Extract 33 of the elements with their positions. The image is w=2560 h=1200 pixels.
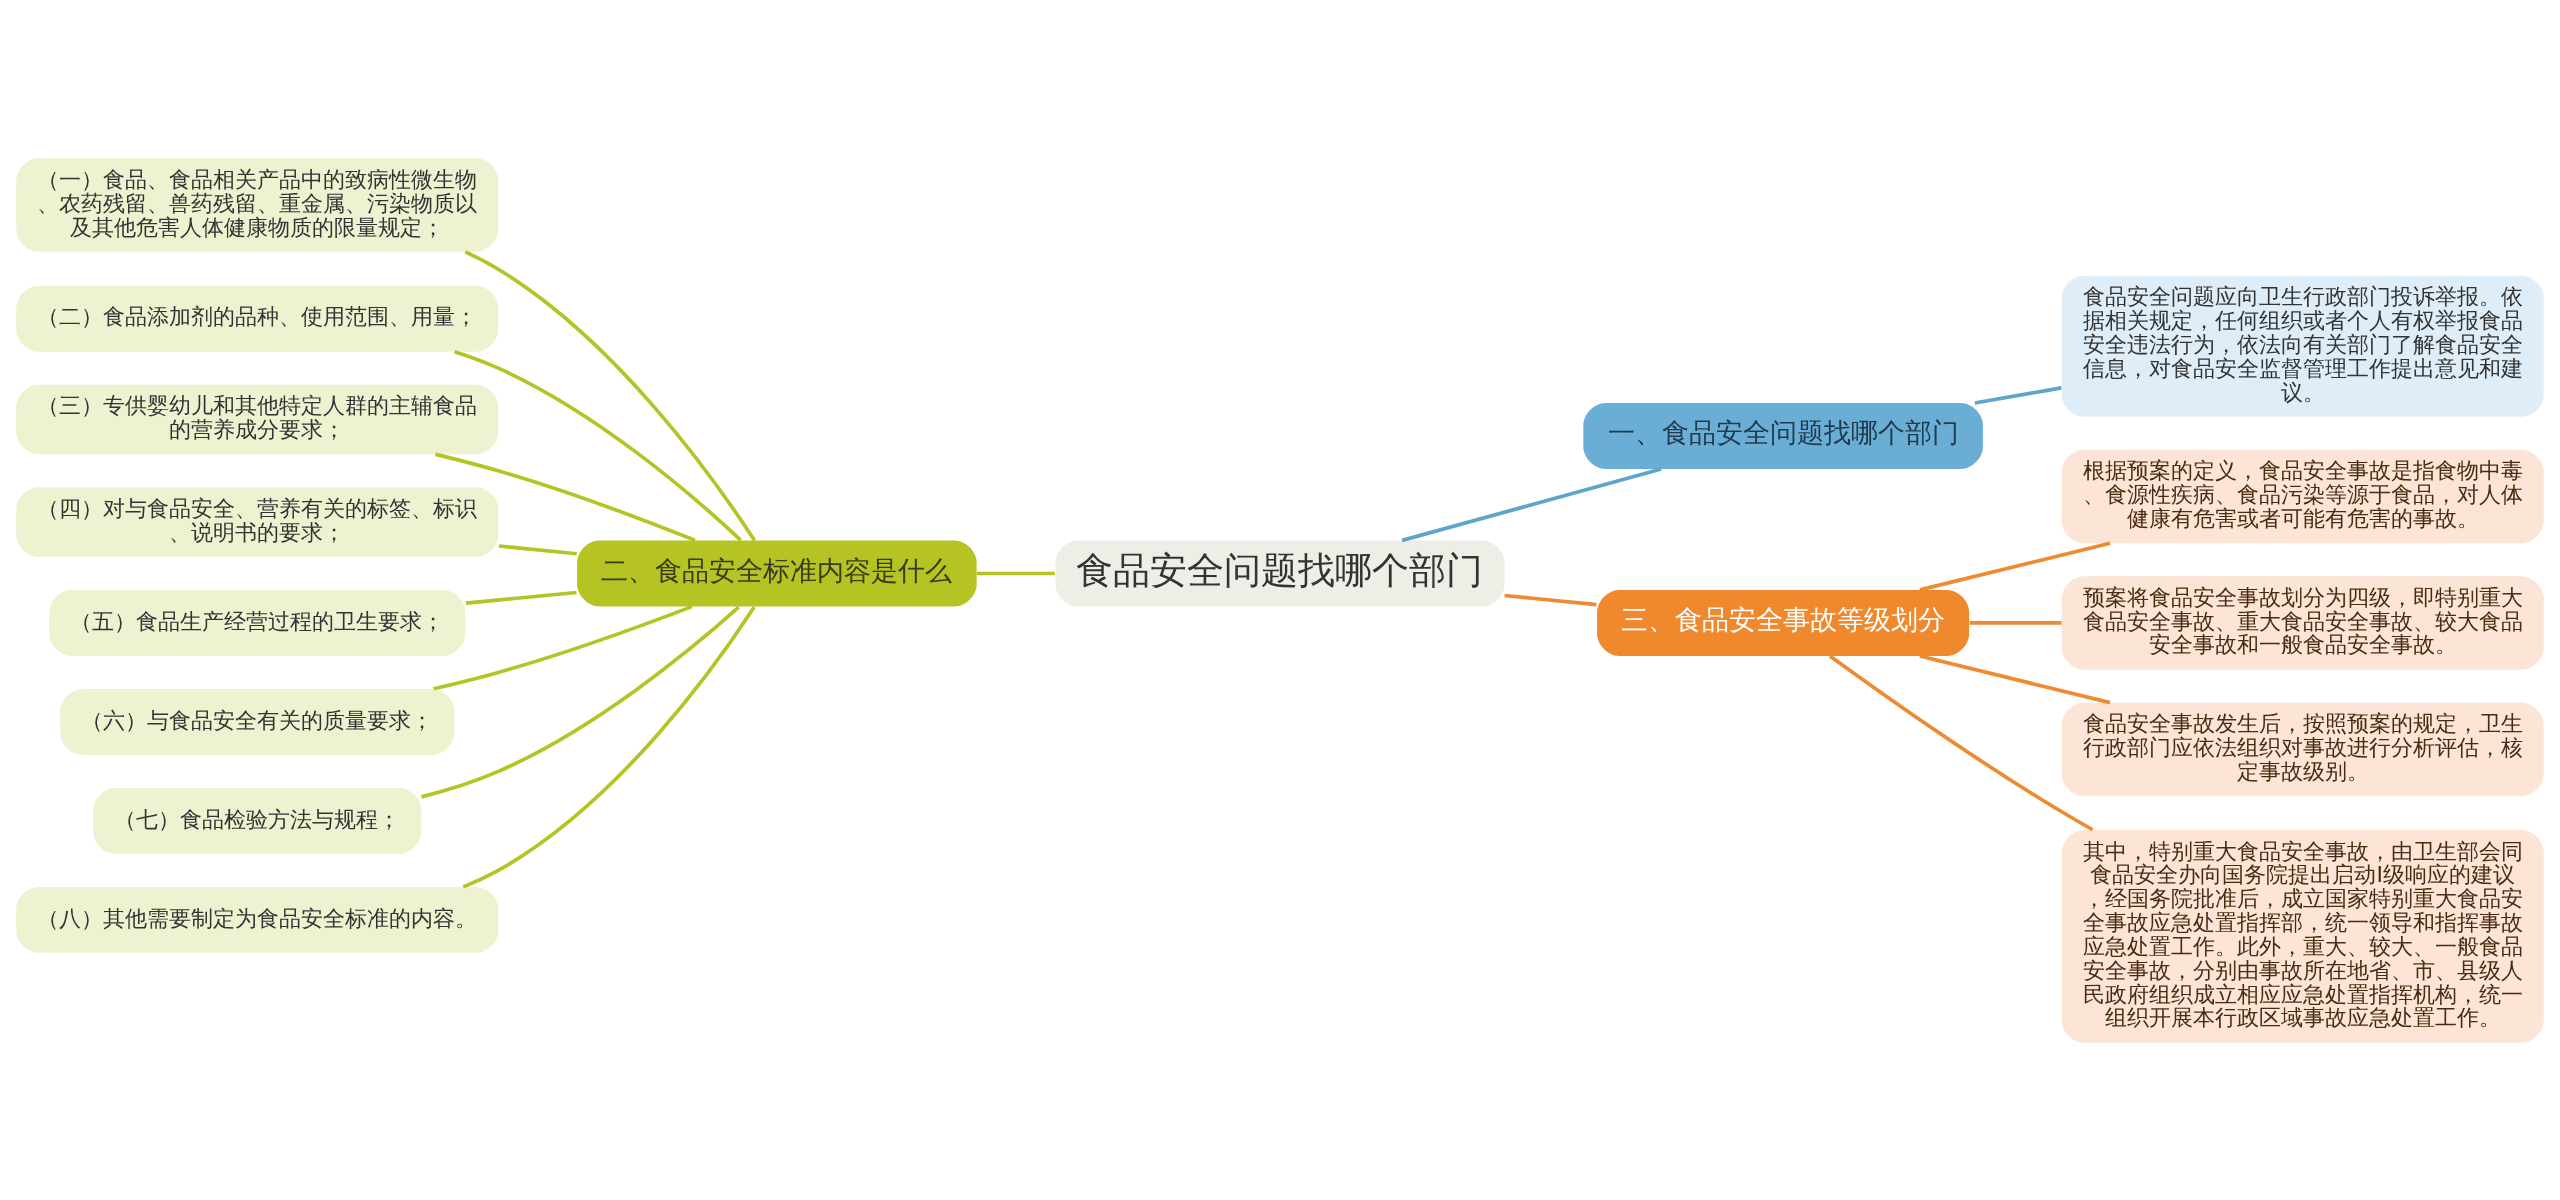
connector [465, 590, 577, 605]
connector [454, 349, 742, 541]
node-box: （一）食品、食品相关产品中的致病性微生物、农药残留、兽药残留、重金属、污染物质以及其他危害人体健康物质的限量规定； [16, 157, 499, 252]
connector [498, 543, 577, 556]
node-box: （六）与食品安全有关的质量要求； [60, 688, 455, 755]
connector [1974, 385, 2062, 405]
connector [464, 249, 756, 541]
connector [1401, 466, 1662, 542]
node-box: 食品安全问题应向卫生行政部门投诉举报。依据相关规定，任何组织或者个人有权举报食品安全违法行为，依法向有关部门了解食品安全信息，对食品安全监督管理工作提出意见和建议。 [2061, 275, 2544, 417]
node-box: 二、食品安全标准内容是什么 [577, 540, 977, 606]
node-box: 三、食品安全事故等级划分 [1597, 589, 1970, 656]
connector [1828, 654, 2094, 831]
connector [976, 571, 1055, 575]
node-box: 其中，特别重大食品安全事故，由卫生部会同食品安全办向国务院提出启动I级响应的建议，经国务院批准后，成立国家特别重大食品安全事故应急处置指挥部，统一领导和指挥事故应急处置工作。此外，重大、较大、一般食品安全事故，分别由事故所在地省、市、县级人民政府组织成立相应应急处置指挥机构，统一组织开展本行政区域事故应急处置工作。 [2061, 829, 2544, 1043]
node-box: 预案将食品安全事故划分为四级，即特别重大食品安全事故、重大食品安全事故、较大食品安全事故和一般食品安全事故。 [2061, 575, 2544, 670]
node-box: （七）食品检验方法与规程； [93, 787, 422, 854]
connector [1969, 620, 2062, 625]
node-box: 一、食品安全问题找哪个部门 [1583, 402, 1983, 469]
connector [433, 604, 693, 691]
node-box: 食品安全事故发生后，按照预案的规定，卫生行政部门应依法组织对事故进行分析评估，核定事故级别。 [2061, 702, 2544, 796]
connector [435, 452, 696, 542]
node-box: （五）食品生产经营过程的卫生要求； [49, 589, 466, 656]
connector [1919, 541, 2111, 592]
node-box: （二）食品添加剂的品种、使用范围、用量； [16, 285, 499, 352]
node-box: 食品安全问题找哪个部门 [1055, 540, 1505, 606]
connector [421, 605, 740, 799]
connector [462, 605, 756, 889]
node-box: （八）其他需要制定为食品安全标准的内容。 [16, 886, 499, 953]
node-box: 根据预案的定义，食品安全事故是指食物中毒、食源性疾病、食品污染等源于食品，对人体健康有危害或者可能有危害的事故。 [2061, 449, 2544, 543]
node-box: （三）专供婴幼儿和其他特定人群的主辅食品的营养成分要求； [16, 384, 499, 454]
connector [1504, 593, 1597, 606]
node-box: （四）对与食品安全、营养有关的标签、标识、说明书的要求； [16, 486, 499, 557]
connector [1919, 653, 2111, 704]
